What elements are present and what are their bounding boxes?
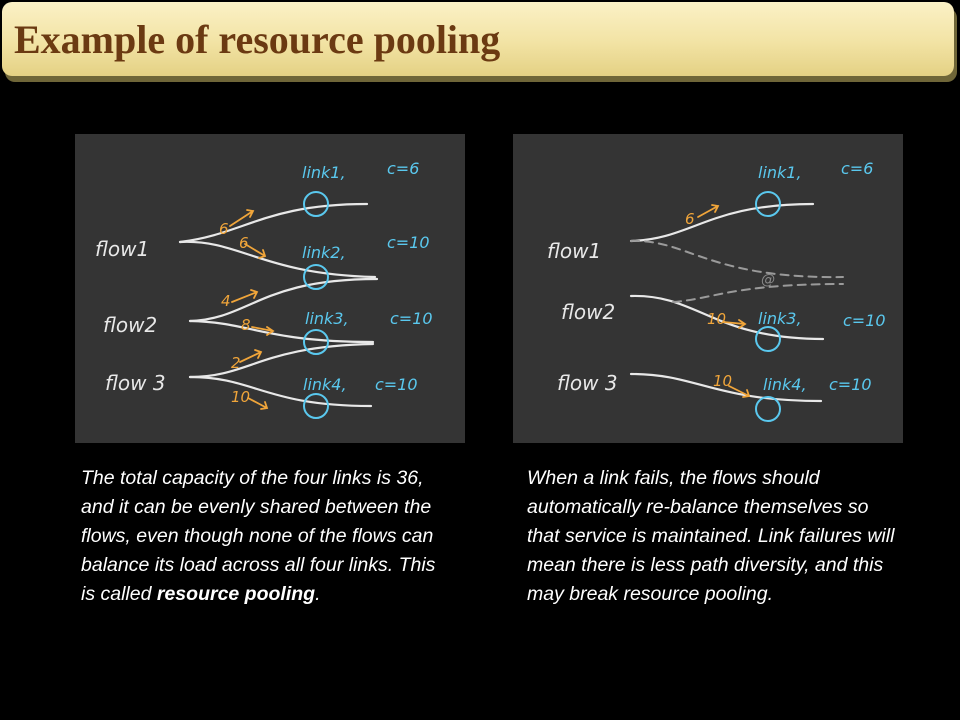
alloc-arrow-6: [247, 397, 269, 410]
alloc-arrow-4: [251, 326, 275, 336]
flow2-path-link3: [188, 319, 375, 344]
slide-title: Example of resource pooling: [14, 17, 501, 62]
right-link4-circle: [755, 396, 781, 422]
right-flow2-path-link3: [629, 294, 825, 341]
right-link3-label: link3,: [758, 309, 802, 328]
left-flow2-label: flow2: [103, 313, 157, 337]
title-bar: Example of resource pooling: [2, 2, 954, 76]
right-capacity-link3: c=10: [843, 311, 886, 330]
left-link3-label: link3,: [305, 309, 349, 328]
left-caption: The total capacity of the four links is …: [81, 464, 446, 609]
right-capacity-link4: c=10: [829, 375, 872, 394]
failed-path-flow2: [672, 283, 844, 303]
link3-circle: [303, 329, 329, 355]
left-flow3-label: flow 3: [105, 371, 166, 395]
right-link4-label: link4,: [763, 375, 807, 394]
failed-link-mark: @: [761, 272, 775, 288]
flow2-path-link2: [188, 277, 379, 323]
right-alloc-2: 10: [707, 310, 726, 328]
link1-circle: [303, 191, 329, 217]
right-flow3-label: flow 3: [557, 371, 618, 395]
left-alloc-1: 6: [219, 220, 229, 238]
right-alloc-arrow-3: [728, 385, 751, 398]
right-link1-label: link1,: [758, 163, 802, 182]
left-alloc-5: 2: [231, 354, 241, 372]
flow1-path-link2: [178, 240, 377, 279]
alloc-arrow-1: [229, 209, 255, 227]
left-alloc-2: 6: [239, 234, 249, 252]
left-diagram-board: flow1 flow2 flow 3 link1, link2, link3, …: [75, 134, 465, 443]
right-caption: When a link fails, the flows should auto…: [527, 467, 895, 605]
right-flow3-path-link4: [629, 372, 823, 403]
right-flow1-label: flow1: [547, 239, 601, 263]
left-alloc-3: 4: [221, 292, 231, 310]
left-caption-bold: resource pooling: [156, 583, 316, 605]
left-diagram-svg: flow1 flow2 flow 3 link1, link2, link3, …: [95, 159, 433, 419]
alloc-arrow-2: [244, 243, 267, 259]
failed-path-flow1: [630, 239, 844, 279]
left-capacity-link3: c=10: [390, 309, 433, 328]
right-flow2-label: flow2: [561, 300, 615, 324]
right-alloc-arrow-2: [722, 319, 747, 329]
left-capacity-link2: c=10: [387, 233, 430, 252]
right-alloc-arrow-1: [697, 204, 720, 218]
right-diagram-svg: @ flow1 flow2 flow 3 link1, link3, link4…: [547, 159, 886, 422]
right-link3-circle: [755, 326, 781, 352]
left-flow1-label: flow1: [95, 237, 149, 261]
right-alloc-3: 10: [713, 372, 732, 390]
flow1-path-link1: [178, 202, 369, 244]
right-alloc-1: 6: [685, 210, 695, 228]
alloc-arrow-5: [239, 349, 263, 363]
left-alloc-6: 10: [231, 388, 250, 406]
left-alloc-4: 8: [241, 316, 251, 334]
flow3-path-link4: [188, 375, 373, 408]
left-link1-label: link1,: [302, 163, 346, 182]
right-capacity-link1: c=6: [841, 159, 873, 178]
link4-circle: [303, 393, 329, 419]
left-capacity-link1: c=6: [387, 159, 419, 178]
right-diagram-board: @ flow1 flow2 flow 3 link1, link3, link4…: [513, 134, 903, 443]
link2-circle: [303, 264, 329, 290]
left-link2-label: link2,: [302, 243, 346, 262]
left-link4-label: link4,: [303, 375, 347, 394]
flow3-path-link3: [188, 342, 375, 379]
right-flow1-path-link1: [629, 202, 815, 243]
left-caption-end: .: [315, 583, 321, 605]
alloc-arrow-3: [231, 289, 259, 303]
left-capacity-link4: c=10: [375, 375, 418, 394]
left-caption-text: The total capacity of the four links is …: [81, 467, 436, 605]
right-link1-circle: [755, 191, 781, 217]
